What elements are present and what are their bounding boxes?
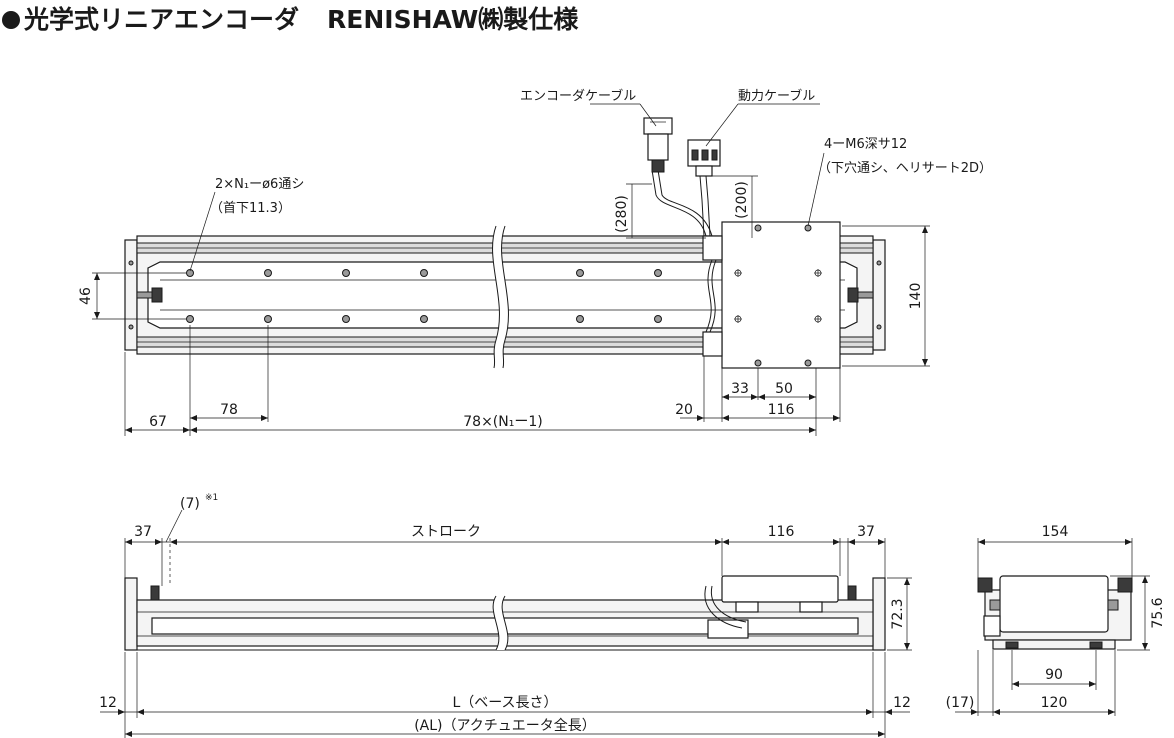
- end-plate-screw: [876, 260, 882, 266]
- cable-block: [702, 331, 723, 357]
- stopper-side: [150, 585, 160, 601]
- power-connector-boot: [695, 165, 713, 177]
- dim-pitch: 78×(N₁ー1): [463, 414, 542, 430]
- end-fitting: [989, 599, 1001, 611]
- tap-note-label: （下穴通シ、ヘリサート2D）: [818, 161, 992, 176]
- left-end-plate-side: [124, 577, 138, 651]
- top-view: エンコーダケーブル 動力ケーブル 4ーM6深サ12 （下穴通シ、ヘリサート2D）…: [78, 88, 992, 436]
- stroke-label: ストローク: [411, 524, 481, 540]
- dim-20: 20: [675, 402, 693, 418]
- title-main: 光学式リニアエンコーダ: [24, 5, 300, 34]
- end-fitting: [1107, 599, 1119, 611]
- end-stopper-icon: [1117, 577, 1133, 593]
- stopper: [151, 287, 163, 303]
- dim-116-side: 116: [768, 524, 795, 540]
- tap-spec-label: 4ーM6深サ12: [824, 137, 907, 152]
- dim-33: 33: [731, 381, 749, 397]
- slider-table: [721, 221, 841, 369]
- note-mark: ※1: [205, 493, 218, 503]
- right-end-plate: [872, 239, 886, 351]
- dim-116-top: 116: [768, 402, 795, 418]
- mounting-hole: [420, 315, 428, 323]
- mounting-hole: [654, 315, 662, 323]
- dim-50: 50: [775, 381, 793, 397]
- dim-280: (280): [614, 195, 630, 233]
- end-cable-block: [983, 615, 1001, 637]
- dim-37-right: 37: [857, 524, 875, 540]
- dim-90: 90: [1045, 667, 1063, 683]
- dim-17: (17): [946, 695, 975, 711]
- dim-46: 46: [78, 287, 94, 305]
- dim-140: 140: [908, 283, 924, 310]
- encoder-connector-body: [647, 133, 669, 161]
- stopper-side: [847, 585, 857, 601]
- dim-67: 67: [149, 414, 167, 430]
- power-pin: [711, 149, 718, 161]
- dim-37-left: 37: [134, 524, 152, 540]
- slider-block-side: [799, 601, 823, 613]
- mounting-hole: [186, 269, 194, 277]
- dim-75-6: 75.6: [1150, 597, 1166, 628]
- cable-block: [702, 235, 723, 261]
- mounting-hole: [186, 315, 194, 323]
- slider-block-side: [735, 601, 759, 613]
- end-slot: [1089, 641, 1103, 649]
- dim-120: 120: [1041, 695, 1068, 711]
- end-view: 154 75.6 90 (17) 120: [946, 524, 1166, 716]
- stopper-bolt: [136, 291, 153, 299]
- tap-hole: [804, 359, 812, 367]
- dim-7: (7): [180, 496, 200, 512]
- mounting-hole: [264, 315, 272, 323]
- hole-spec-label: 2×N₁ーø6通シ: [215, 177, 304, 192]
- dim-200: (200): [734, 181, 750, 219]
- page-title: 光学式リニアエンコーダ RENISHAW㈱製仕様: [2, 0, 578, 36]
- encoder-cable-label: エンコーダケーブル: [520, 88, 636, 104]
- base-length-label: L（ベース長さ）: [452, 695, 557, 711]
- end-base-foot: [992, 639, 1116, 650]
- cable-clamp-side: [707, 619, 749, 639]
- hole-note-label: （首下11.3）: [210, 201, 291, 216]
- mounting-hole: [576, 269, 584, 277]
- dim-12-left: 12: [99, 695, 117, 711]
- slider-side: [721, 575, 839, 603]
- dim-12-right: 12: [893, 695, 911, 711]
- bullet-icon: [2, 11, 20, 29]
- end-plate-screw: [128, 324, 134, 330]
- power-cable-label: 動力ケーブル: [738, 88, 815, 104]
- end-stopper-icon: [977, 577, 993, 593]
- left-end-plate: [124, 239, 138, 351]
- end-slider: [999, 575, 1109, 633]
- dim-154: 154: [1042, 524, 1069, 540]
- side-view: 37 ストローク 116 37 (7) ※1 72.3 12 L（ベース長さ） …: [99, 493, 912, 738]
- mounting-hole: [342, 269, 350, 277]
- stopper-bolt: [857, 291, 874, 299]
- power-pin: [701, 149, 709, 161]
- right-end-plate-side: [872, 577, 886, 651]
- encoder-connector-icon: [643, 117, 673, 135]
- mounting-hole: [576, 315, 584, 323]
- title-brand: RENISHAW㈱製仕様: [327, 5, 579, 34]
- mounting-hole: [420, 269, 428, 277]
- dim-72-3: 72.3: [890, 598, 906, 629]
- end-plate-screw: [128, 260, 134, 266]
- encoder-connector-boot: [651, 159, 665, 173]
- overall-length-label: (AL)（アクチュエータ全長）: [414, 717, 596, 734]
- stopper: [847, 287, 859, 303]
- tap-hole: [754, 224, 762, 232]
- tap-hole: [754, 359, 762, 367]
- dim-78: 78: [220, 402, 238, 418]
- mounting-hole: [342, 315, 350, 323]
- power-pin: [691, 149, 699, 161]
- mounting-hole: [654, 269, 662, 277]
- mounting-hole: [264, 269, 272, 277]
- end-plate-screw: [876, 324, 882, 330]
- end-slot: [1005, 641, 1019, 649]
